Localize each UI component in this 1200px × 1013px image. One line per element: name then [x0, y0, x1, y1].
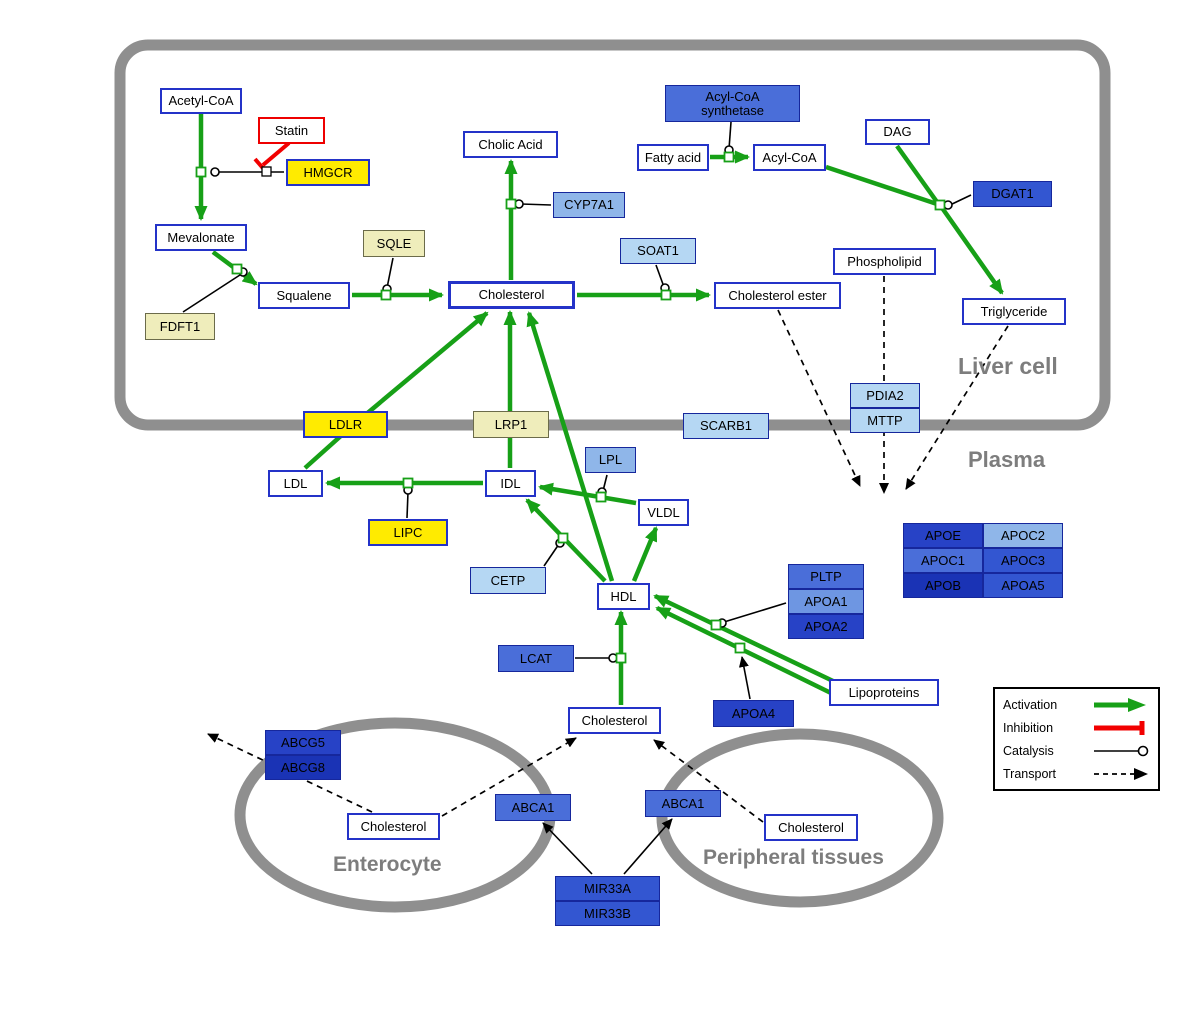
node-abcg8[interactable]: ABCG8: [265, 755, 341, 780]
node-ldlr[interactable]: LDLR: [303, 411, 388, 438]
legend-row-catalysis: Catalysis: [1003, 743, 1150, 759]
inhibition-edge: [253, 141, 291, 177]
node-hdl[interactable]: HDL: [597, 583, 650, 610]
node-vldl[interactable]: VLDL: [638, 499, 689, 526]
node-soat1[interactable]: SOAT1: [620, 238, 696, 264]
node-apoa4[interactable]: APOA4: [713, 700, 794, 727]
transport-arrow-icon: [1094, 767, 1148, 780]
node-mir33b[interactable]: MIR33B: [555, 901, 660, 926]
regulation-edges: [542, 656, 751, 875]
node-abca1-enterocyte[interactable]: ABCA1: [495, 794, 571, 821]
inhibition-tee-icon: [1094, 720, 1145, 735]
node-sqle[interactable]: SQLE: [363, 230, 425, 257]
node-fdft1[interactable]: FDFT1: [145, 313, 215, 340]
node-scarb1[interactable]: SCARB1: [683, 413, 769, 439]
liver-cell-label: Liver cell: [958, 353, 1058, 379]
node-apoc1[interactable]: APOC1: [903, 548, 983, 573]
node-abca1-peripheral[interactable]: ABCA1: [645, 790, 721, 817]
node-cholesterol-ester[interactable]: Cholesterol ester: [714, 282, 841, 309]
catalysis-circle-icon: [1094, 745, 1149, 756]
activation-arrow-icon: [1094, 697, 1146, 712]
node-acyl-coa-synthetase[interactable]: Acyl-CoA synthetase: [665, 85, 800, 122]
node-lrp1[interactable]: LRP1: [473, 411, 549, 438]
node-cholesterol-plasma[interactable]: Cholesterol: [568, 707, 661, 734]
node-mir33a[interactable]: MIR33A: [555, 876, 660, 901]
node-lipc[interactable]: LIPC: [368, 519, 448, 546]
peripheral-tissues-membrane: [656, 728, 944, 908]
node-acyl-coa[interactable]: Acyl-CoA: [753, 144, 826, 171]
legend-row-transport: Transport: [1003, 766, 1150, 782]
legend: Activation Inhibition Catalysis Transpor…: [993, 687, 1160, 791]
node-dag[interactable]: DAG: [865, 119, 930, 145]
enterocyte-label: Enterocyte: [333, 853, 442, 876]
node-statin[interactable]: Statin: [258, 117, 325, 144]
node-cyp7a1[interactable]: CYP7A1: [553, 192, 625, 218]
node-pdia2[interactable]: PDIA2: [850, 383, 920, 408]
peripheral-tissues-label: Peripheral tissues: [703, 846, 884, 869]
node-lpl[interactable]: LPL: [585, 447, 636, 473]
node-acetyl-coa[interactable]: Acetyl-CoA: [160, 88, 242, 114]
node-fatty-acid[interactable]: Fatty acid: [637, 144, 709, 171]
node-squalene[interactable]: Squalene: [258, 282, 350, 309]
node-dgat1[interactable]: DGAT1: [973, 181, 1052, 207]
node-cholic-acid[interactable]: Cholic Acid: [463, 131, 558, 158]
node-hmgcr[interactable]: HMGCR: [286, 159, 370, 186]
node-cholesterol-liver[interactable]: Cholesterol: [448, 281, 575, 309]
legend-inhibition-label: Inhibition: [1003, 720, 1054, 735]
node-apoe[interactable]: APOE: [903, 523, 983, 548]
node-pltp[interactable]: PLTP: [788, 564, 864, 589]
legend-catalysis-label: Catalysis: [1003, 743, 1054, 758]
node-apoc2[interactable]: APOC2: [983, 523, 1063, 548]
node-apoa1[interactable]: APOA1: [788, 589, 864, 614]
node-idl[interactable]: IDL: [485, 470, 536, 497]
node-lcat[interactable]: LCAT: [498, 645, 574, 672]
legend-activation-label: Activation: [1003, 697, 1058, 712]
node-abcg5[interactable]: ABCG5: [265, 730, 341, 755]
node-lipoproteins[interactable]: Lipoproteins: [829, 679, 939, 706]
node-cetp[interactable]: CETP: [470, 567, 546, 594]
node-mevalonate[interactable]: Mevalonate: [155, 224, 247, 251]
node-apoa5[interactable]: APOA5: [983, 573, 1063, 598]
legend-row-inhibition: Inhibition: [1003, 720, 1150, 736]
reaction-nodes: [195, 151, 946, 664]
node-cholesterol-peripheral[interactable]: Cholesterol: [764, 814, 858, 841]
node-apoa2[interactable]: APOA2: [788, 614, 864, 639]
node-apoc3[interactable]: APOC3: [983, 548, 1063, 573]
node-phospholipid[interactable]: Phospholipid: [833, 248, 936, 275]
catalysis-junction-square: [261, 166, 272, 177]
legend-transport-label: Transport: [1003, 766, 1057, 781]
node-triglyceride[interactable]: Triglyceride: [962, 298, 1066, 325]
plasma-label: Plasma: [968, 447, 1046, 472]
node-mttp[interactable]: MTTP: [850, 408, 920, 433]
liver-cell-membrane: [114, 39, 1111, 431]
compartments: [114, 39, 1111, 913]
node-apob[interactable]: APOB: [903, 573, 983, 598]
node-cholesterol-enterocyte[interactable]: Cholesterol: [347, 813, 440, 840]
legend-row-activation: Activation: [1003, 697, 1150, 713]
node-ldl[interactable]: LDL: [268, 470, 323, 497]
